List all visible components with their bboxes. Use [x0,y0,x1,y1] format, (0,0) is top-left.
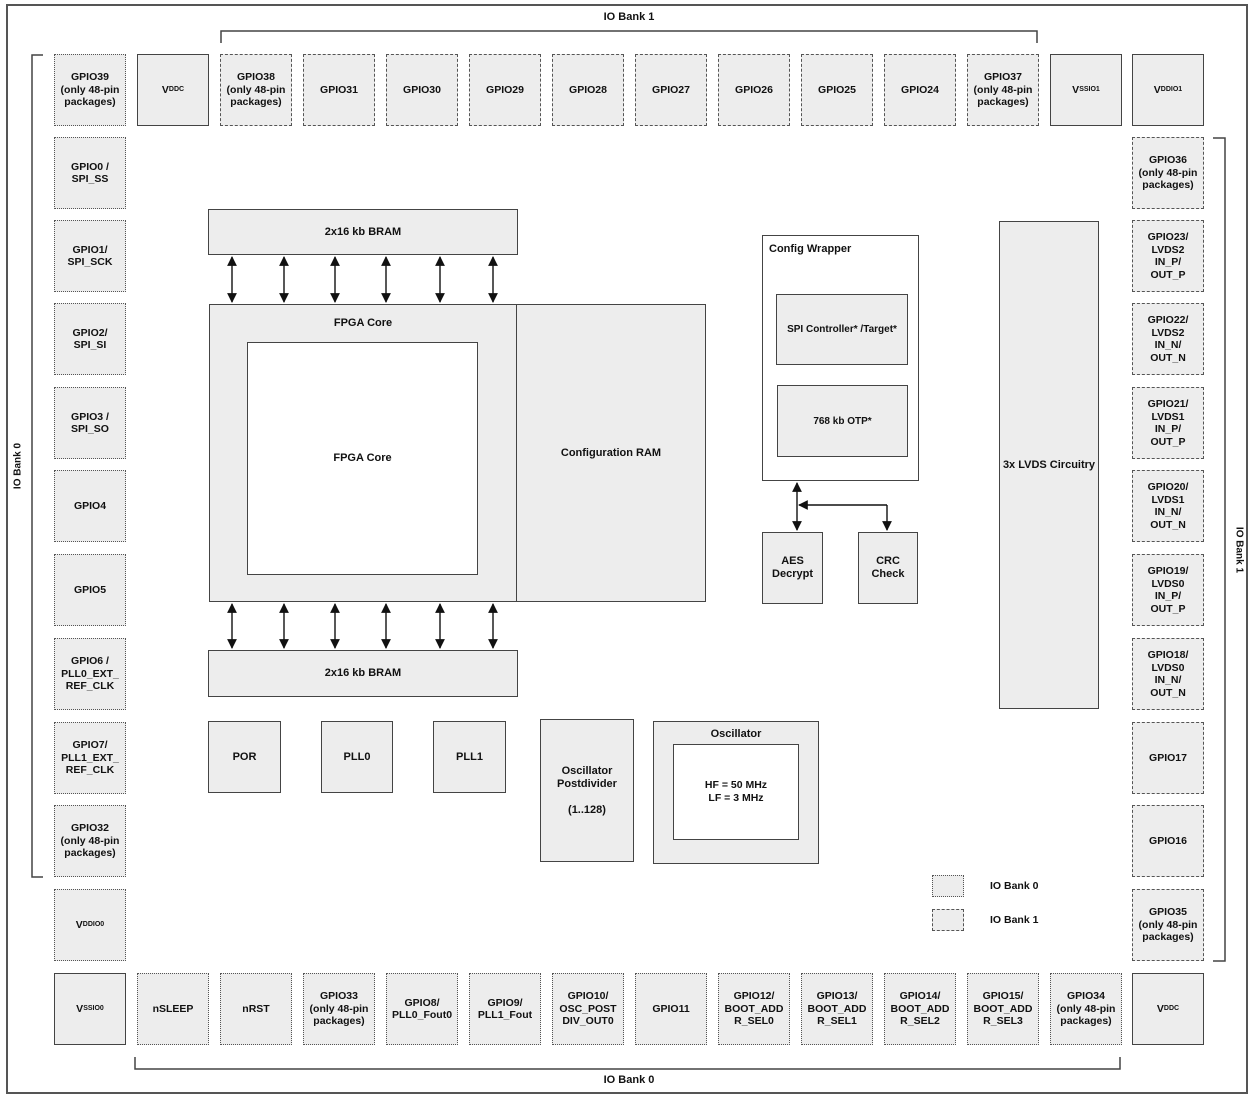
pin-gpio4: GPIO4 [54,470,126,542]
pin-gpio26: GPIO26 [718,54,790,126]
pin-gpio33: GPIO33 (only 48-pin packages) [303,973,375,1045]
pin-gpio6: GPIO6 / PLL0_EXT_ REF_CLK [54,638,126,710]
bank-label-top: IO Bank 1 [603,11,655,23]
pin-gpio38: GPIO38 (only 48-pin packages) [220,54,292,126]
pin-gpio2: GPIO2/ SPI_SI [54,303,126,375]
pin-gpio37: GPIO37 (only 48-pin packages) [967,54,1039,126]
pll1: PLL1 [433,721,506,793]
configuration-ram: Configuration RAM [516,304,706,602]
pin-gpio14: GPIO14/ BOOT_ADD R_SEL2 [884,973,956,1045]
pin-gpio12: GPIO12/ BOOT_ADD R_SEL0 [718,973,790,1045]
bram-bottom: 2x16 kb BRAM [208,650,518,697]
pin-gpio13: GPIO13/ BOOT_ADD R_SEL1 [801,973,873,1045]
legend-label-bank1: IO Bank 1 [990,914,1039,926]
pin-gpio25: GPIO25 [801,54,873,126]
pin-gpio7: GPIO7/ PLL1_EXT_ REF_CLK [54,722,126,794]
pin-gpio24: GPIO24 [884,54,956,126]
pin-gpio17: GPIO17 [1132,722,1204,794]
pin-gpio34: GPIO34 (only 48-pin packages) [1050,973,1122,1045]
bram-top: 2x16 kb BRAM [208,209,518,255]
pin-gpio18: GPIO18/ LVDS0 IN_N/ OUT_N [1132,638,1204,710]
pin-gpio39: GPIO39 (only 48-pin packages) [54,54,126,126]
pin-gpio31: GPIO31 [303,54,375,126]
aes-decrypt: AES Decrypt [762,532,823,604]
pin-gpio21: GPIO21/ LVDS1 IN_P/ OUT_P [1132,387,1204,459]
pll0: PLL0 [321,721,393,793]
pin-gpio27: GPIO27 [635,54,707,126]
oscillator-postdivider: Oscillator Postdivider (1..128) [540,719,634,862]
config-wrapper-title: Config Wrapper [769,243,852,255]
pin-gpio10: GPIO10/ OSC_POST DIV_OUT0 [552,973,624,1045]
pin-gpio11: GPIO11 [635,973,707,1045]
pin-gpio22: GPIO22/ LVDS2 IN_N/ OUT_N [1132,303,1204,375]
pin-gpio16: GPIO16 [1132,805,1204,877]
chip-outline [6,4,1248,1094]
pin-gpio23: GPIO23/ LVDS2 IN_P/ OUT_P [1132,220,1204,292]
pin-gpio8: GPIO8/ PLL0_Fout0 [386,973,458,1045]
legend-swatch-bank0 [932,875,964,897]
pin-gpio32: GPIO32 (only 48-pin packages) [54,805,126,877]
pin-gpio15: GPIO15/ BOOT_ADD R_SEL3 [967,973,1039,1045]
pin-gpio9: GPIO9/ PLL1_Fout [469,973,541,1045]
pin-nsleep: nSLEEP [137,973,209,1045]
otp-768kb: 768 kb OTP* [777,385,908,457]
bank-label-bottom: IO Bank 0 [603,1074,655,1086]
pin-gpio28: GPIO28 [552,54,624,126]
pin-gpio36: GPIO36 (only 48-pin packages) [1132,137,1204,209]
pin-gpio29: GPIO29 [469,54,541,126]
crc-check: CRC Check [858,532,918,604]
oscillator-frequencies: HF = 50 MHz LF = 3 MHz [673,744,799,840]
pin-gpio5: GPIO5 [54,554,126,626]
pin-gpio35: GPIO35 (only 48-pin packages) [1132,889,1204,961]
pin-gpio0: GPIO0 / SPI_SS [54,137,126,209]
pin-nrst: nRST [220,973,292,1045]
spi-controller: SPI Controller* /Target* [776,294,908,365]
legend-label-bank0: IO Bank 0 [990,880,1039,892]
pin-gpio3: GPIO3 / SPI_SO [54,387,126,459]
pin-gpio30: GPIO30 [386,54,458,126]
lvds-circuitry: 3x LVDS Circuitry [999,221,1099,709]
pin-gpio20: GPIO20/ LVDS1 IN_N/ OUT_N [1132,470,1204,542]
pin-gpio19: GPIO19/ LVDS0 IN_P/ OUT_P [1132,554,1204,626]
fpga-core-inner: FPGA Core [247,342,478,575]
por: POR [208,721,281,793]
pin-gpio1: GPIO1/ SPI_SCK [54,220,126,292]
legend-swatch-bank1 [932,909,964,931]
